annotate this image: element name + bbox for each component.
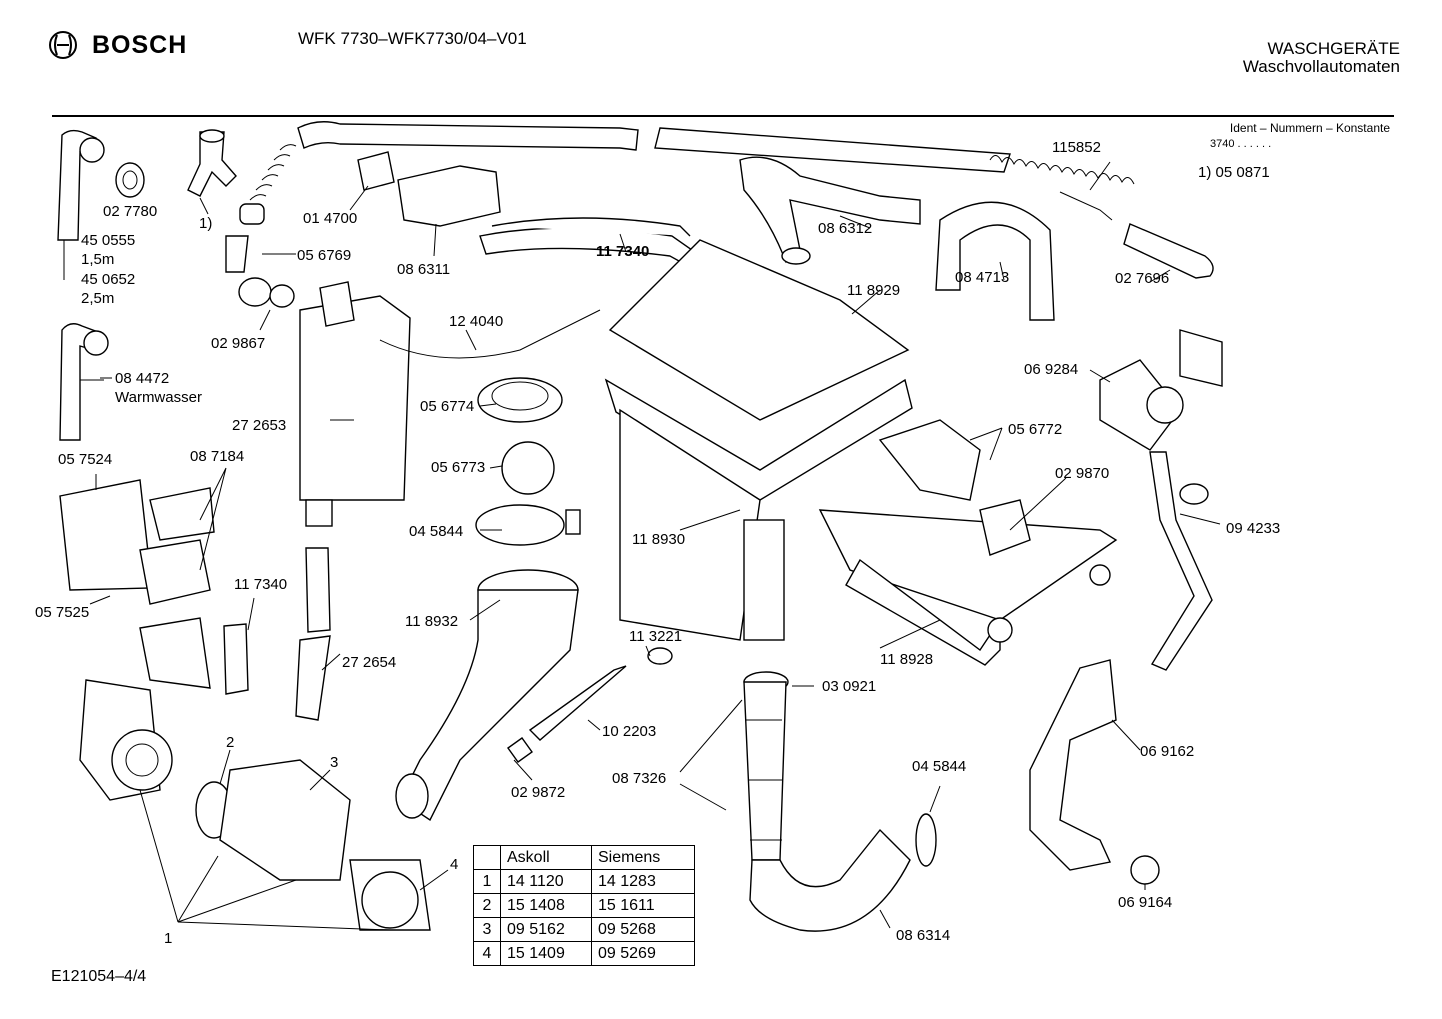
brand-name: BOSCH (92, 30, 188, 59)
bracket-drawing (1029, 659, 1160, 885)
footnote: 1) 05 0871 (1198, 164, 1270, 181)
leader-lines (63, 161, 1221, 931)
table-cell: 3 (473, 917, 501, 942)
label-057524: 05 7524 (58, 451, 112, 468)
table-cell: 09 5269 (591, 941, 695, 966)
drain-hose-drawing (743, 671, 937, 932)
label-056774: 05 6774 (420, 398, 474, 415)
label-118930: 11 8930 (632, 531, 685, 548)
table-cell: 14 1283 (591, 869, 695, 894)
pressure-switch-drawing (1099, 329, 1223, 671)
inlet-hose-drawing (239, 121, 1011, 225)
ident-value: 3740 . . . . . . (1210, 138, 1272, 150)
label-272654: 27 2654 (342, 654, 396, 671)
brand-logo: BOSCH (48, 30, 187, 60)
table-header-row: Askoll Siemens (473, 845, 695, 870)
label-272653: 27 2653 (232, 417, 286, 434)
label-086311: 08 6311 (397, 261, 450, 278)
label-045844-top: 04 5844 (409, 523, 463, 540)
label-086312: 08 6312 (818, 220, 872, 237)
category-line-1: WASCHGERÄTE (1267, 39, 1400, 58)
part-labels: 02 7780 45 0555 1,5m 45 0652 2,5m 1) 01 … (35, 139, 1280, 947)
label-087326: 08 7326 (612, 770, 666, 787)
label-094233: 09 4233 (1226, 520, 1280, 537)
spiral-hose-drawing (989, 155, 1214, 279)
label-num-1: 1 (164, 930, 172, 947)
table-cell: 15 1409 (500, 941, 592, 966)
table-cell: 1 (473, 869, 501, 894)
overflow-tank-drawing (295, 281, 601, 721)
vendor-table: Askoll Siemens 1 14 1120 14 1283 2 15 14… (473, 845, 695, 966)
table-cell: 15 1408 (500, 893, 592, 918)
label-num-2: 2 (226, 734, 234, 751)
table-header-cell (473, 845, 501, 870)
label-069284: 06 9284 (1024, 361, 1078, 378)
label-450652: 45 0652 (81, 271, 135, 288)
label-086314: 08 6314 (896, 927, 950, 944)
label-056773: 05 6773 (431, 459, 485, 476)
label-029870: 02 9870 (1055, 465, 1109, 482)
header-divider (52, 115, 1394, 117)
label-length-25: 2,5m (81, 290, 114, 307)
label-118929: 11 8929 (847, 282, 900, 299)
u-clip-drawing (739, 156, 1055, 321)
model-title: WFK 7730–WFK7730/04–V01 (298, 29, 527, 48)
label-057525: 05 7525 (35, 604, 89, 621)
label-014700: 01 4700 (303, 210, 357, 227)
label-045844-bottom: 04 5844 (912, 758, 966, 775)
table-row: 1 14 1120 14 1283 (473, 869, 695, 894)
label-warmwasser: Warmwasser (115, 389, 202, 406)
label-note-1: 1) (199, 215, 212, 232)
label-087184: 08 7184 (190, 448, 244, 465)
label-124040: 12 4040 (449, 313, 503, 330)
solenoid-pump-drawing (59, 479, 431, 931)
label-length-15: 1,5m (81, 251, 114, 268)
table-cell: 09 5268 (591, 917, 695, 942)
label-084713: 08 4713 (955, 269, 1009, 286)
table-row: 3 09 5162 09 5268 (473, 917, 695, 942)
label-118932: 11 8932 (405, 613, 458, 630)
detergent-drawer-drawing (604, 239, 1118, 666)
table-header-cell: Askoll (500, 845, 592, 870)
label-084472: 08 4472 (115, 370, 169, 387)
table-row: 4 15 1409 09 5269 (473, 941, 695, 966)
table-row: 2 15 1408 15 1611 (473, 893, 695, 918)
document-id: E121054–4/4 (51, 968, 147, 985)
table-cell: 4 (473, 941, 501, 966)
label-450555: 45 0555 (81, 232, 135, 249)
label-117340-bottom: 11 7340 (234, 576, 287, 593)
table-cell: 09 5162 (500, 917, 592, 942)
bosch-armature-icon (49, 31, 77, 59)
label-118928: 11 8928 (880, 651, 933, 668)
label-117340-top: 11 7340 (596, 243, 649, 260)
table-header-cell: Siemens (591, 845, 695, 870)
category-line-2: Waschvollautomaten (1242, 57, 1400, 76)
label-num-3: 3 (330, 754, 338, 771)
label-056769: 05 6769 (297, 247, 351, 264)
table-cell: 15 1611 (591, 893, 695, 918)
label-113221: 11 3221 (629, 628, 682, 645)
label-056772: 05 6772 (1008, 421, 1062, 438)
y-connector-drawing (187, 129, 693, 308)
label-069162: 06 9162 (1140, 743, 1194, 760)
label-030921: 03 0921 (822, 678, 876, 695)
inlet-elbows-drawing (57, 129, 145, 441)
label-029872: 02 9872 (511, 784, 565, 801)
label-029867: 02 9867 (211, 335, 265, 352)
label-069164: 06 9164 (1118, 894, 1172, 911)
label-027696: 02 7696 (1115, 270, 1169, 287)
label-115852: 115852 (1052, 139, 1101, 156)
table-cell: 14 1120 (500, 869, 592, 894)
label-num-4: 4 (450, 856, 458, 873)
sump-assembly-drawing (395, 377, 673, 822)
label-027780: 02 7780 (103, 203, 157, 220)
ident-label: Ident – Nummern – Konstante (1229, 121, 1390, 135)
table-cell: 2 (473, 893, 501, 918)
label-102203: 10 2203 (602, 723, 656, 740)
